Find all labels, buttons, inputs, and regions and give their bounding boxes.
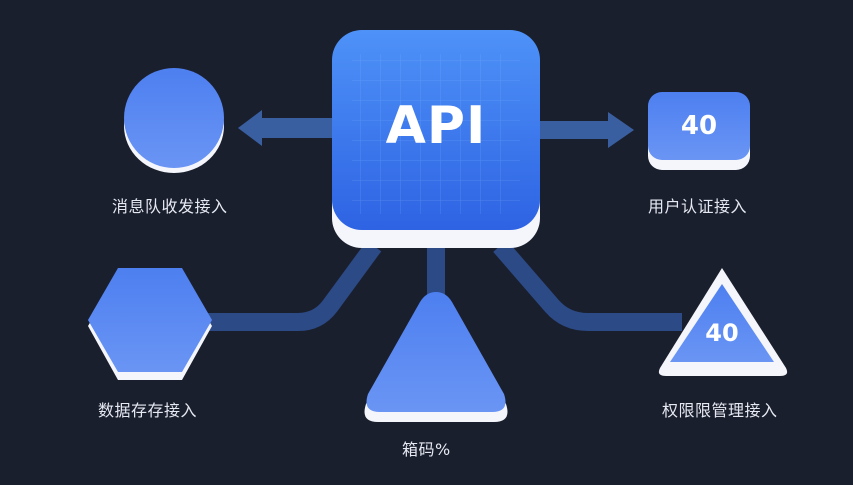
auth-node[interactable] [648,92,750,170]
auth-badge-text: 40 [680,111,718,141]
connectors [206,110,682,331]
arrow-right-icon [608,112,634,148]
permission-node[interactable] [658,268,788,376]
connector-bottom [427,246,445,308]
message-node[interactable] [124,68,224,173]
permission-badge-text: 40 [705,319,739,347]
storage-node[interactable] [88,268,212,380]
permission-label: 权限限管理接入 [662,401,778,420]
arrow-left-icon [238,110,262,146]
connector-storage [206,240,382,331]
api-title: API [385,96,487,156]
auth-label: 用户认证接入 [648,197,748,216]
storage-label: 数据存存接入 [98,401,198,420]
bottom-label: 箱码% [402,440,451,459]
connector-left [256,118,334,138]
bottom-node[interactable] [364,292,508,422]
connector-permission [493,240,682,331]
connector-right [538,121,610,139]
api-node[interactable] [332,30,540,248]
message-label: 消息队收发接入 [112,197,228,216]
